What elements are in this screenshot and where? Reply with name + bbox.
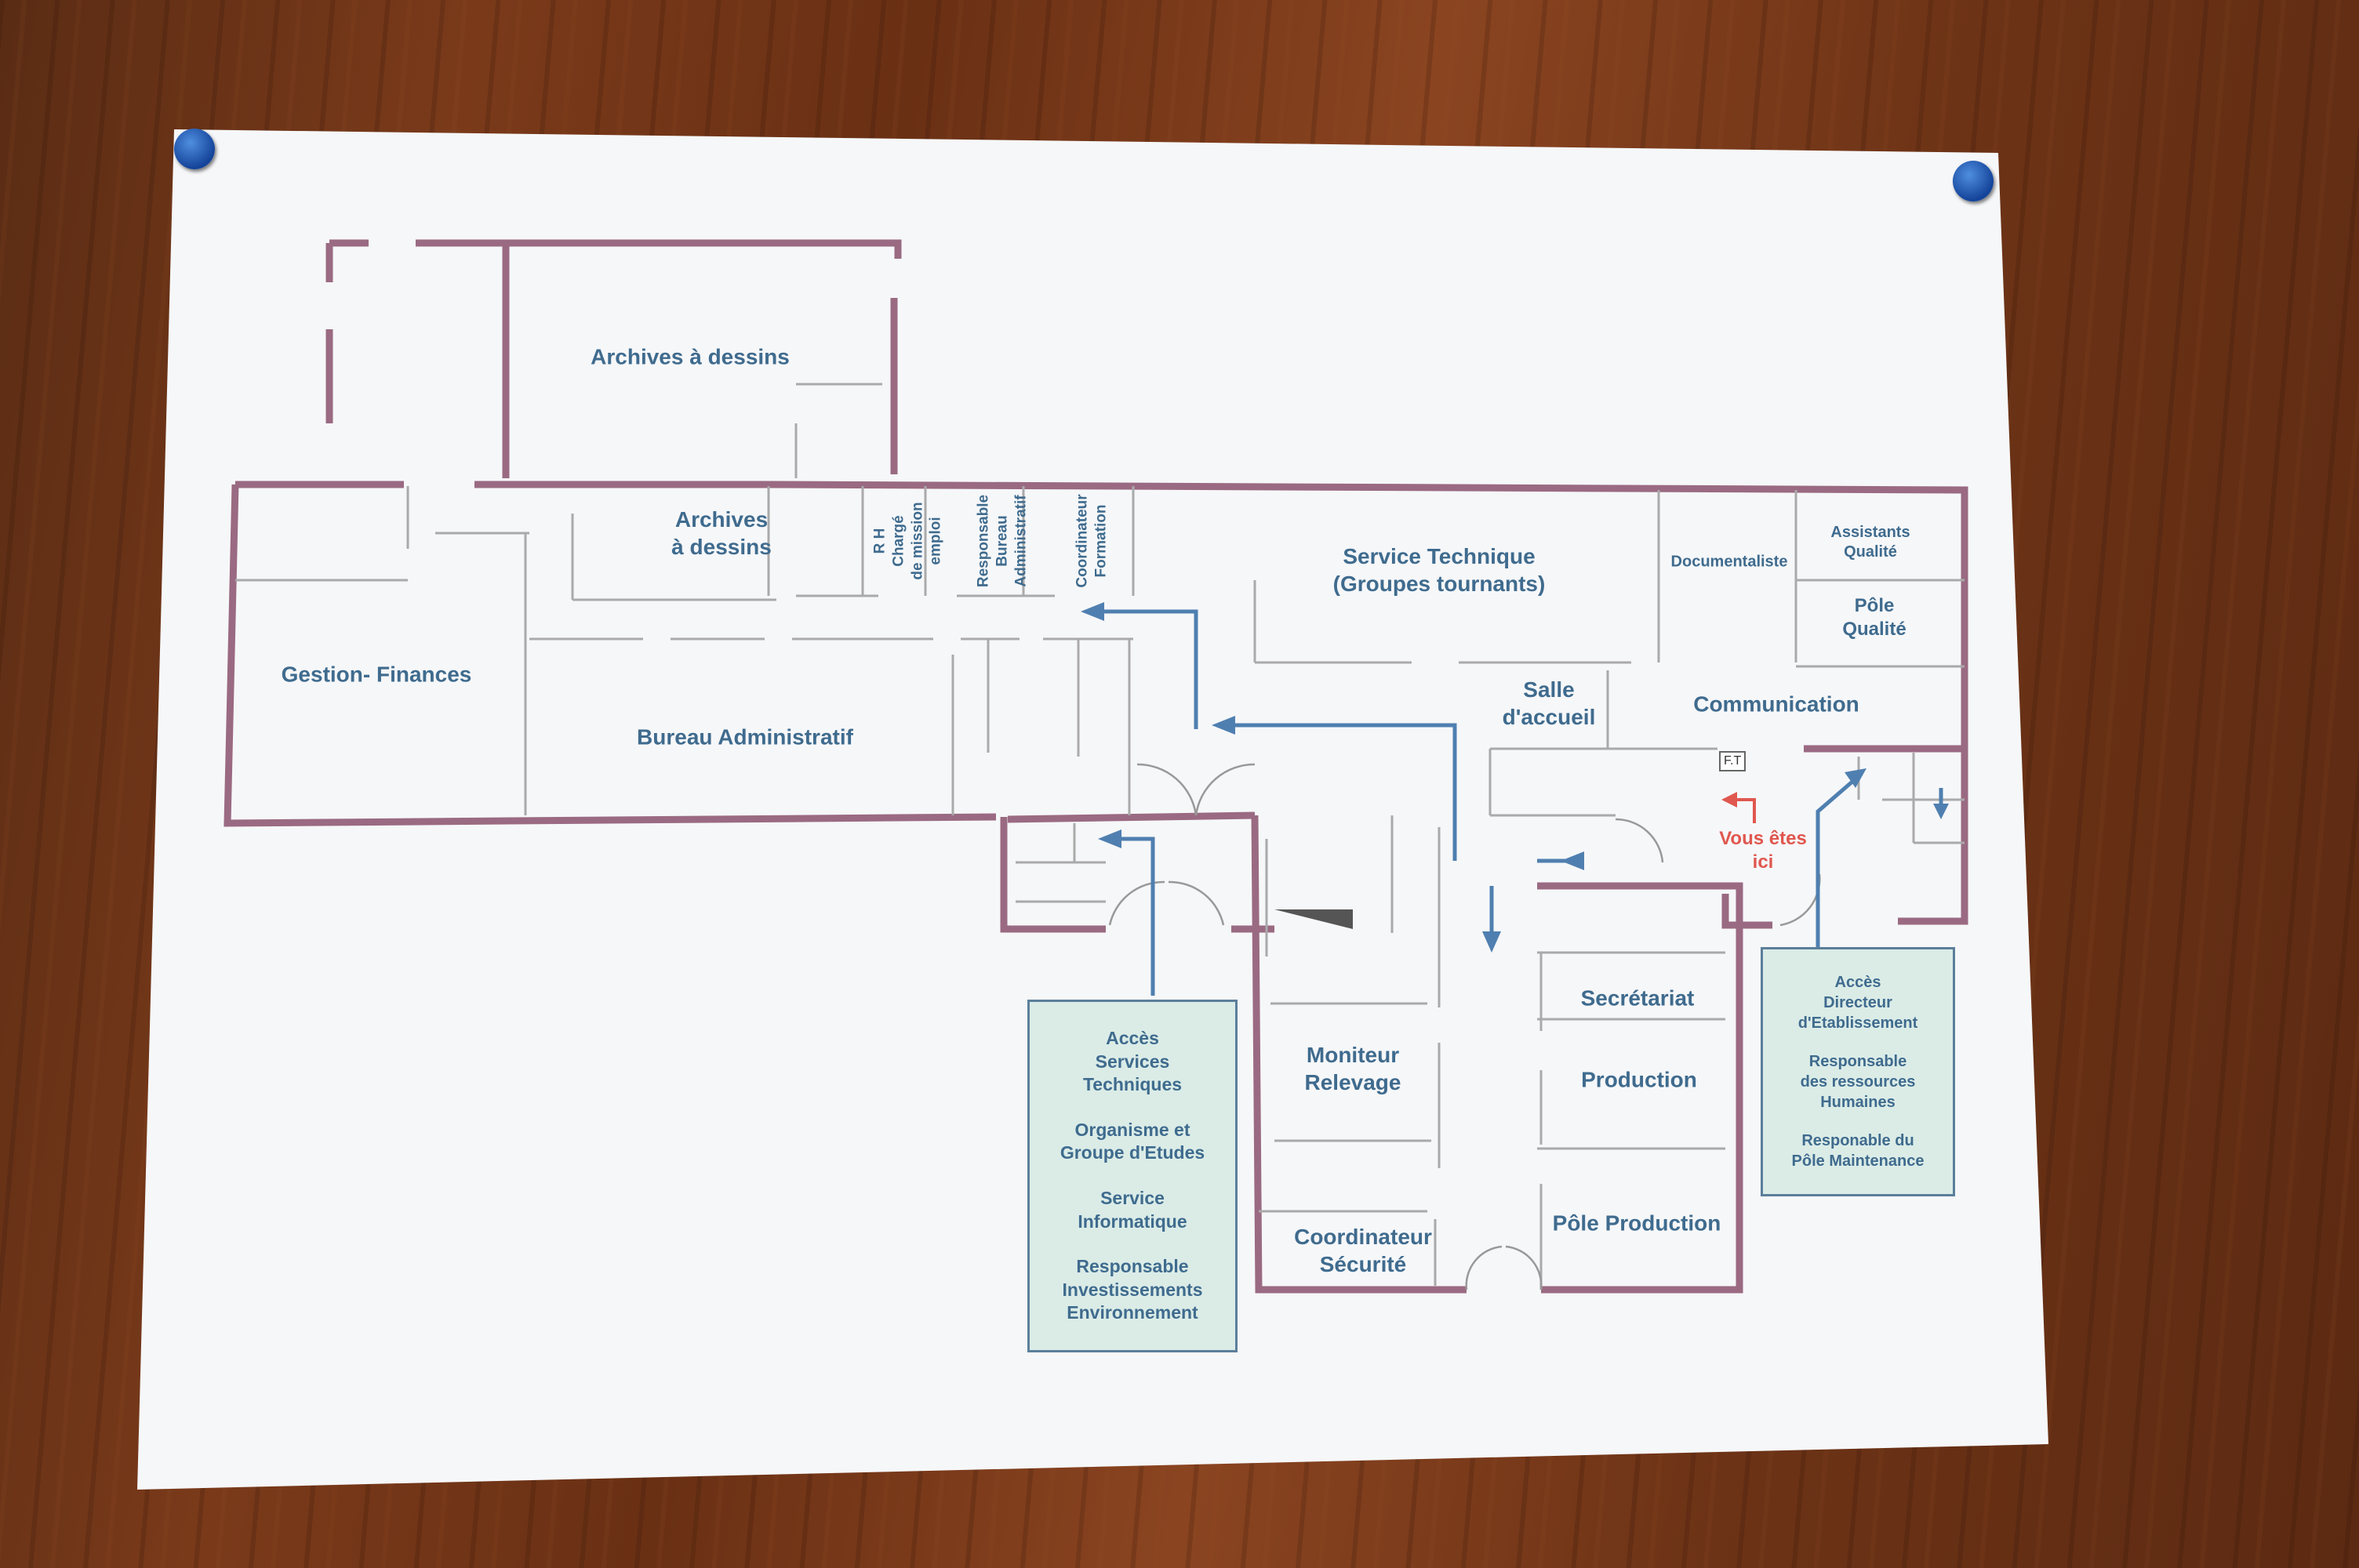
room-coordinateur-formation: Coordinateur Formation xyxy=(1074,494,1109,588)
room-responsable-bureau: Responsable Bureau Administratif xyxy=(975,494,1029,588)
left-box-item: Responsable Investissements Environnemen… xyxy=(1062,1255,1203,1323)
you-are-here-label: Vous êtes ici xyxy=(1719,828,1807,873)
left-box-item: Organisme et Groupe d'Etudes xyxy=(1060,1119,1205,1163)
left-box-item: Accès Services Techniques xyxy=(1082,1027,1183,1095)
right-box-item: Responable du Pôle Maintenance xyxy=(1791,1131,1925,1170)
room-service-technique: Service Technique (Groupes tournants) xyxy=(1332,544,1546,596)
outer-walls xyxy=(224,239,1968,1294)
room-salle-accueil: Salle d'accueil xyxy=(1502,677,1596,729)
room-bureau-administratif: Bureau Administratif xyxy=(637,724,853,750)
room-rh: R H Chargé de mission emploi xyxy=(871,502,944,580)
left-info-box: Accès Services Techniques Organisme et G… xyxy=(1027,1000,1238,1352)
ft-marker: F.T xyxy=(1719,751,1747,771)
door-arcs xyxy=(1108,763,1821,1290)
pushpin-top-left xyxy=(174,129,215,169)
room-assistants-qualite: Assistants Qualité xyxy=(1830,524,1910,561)
room-communication: Communication xyxy=(1693,691,1859,717)
room-pole-production: Pôle Production xyxy=(1552,1210,1721,1236)
room-secretariat: Secrétariat xyxy=(1580,985,1695,1011)
right-box-item: Accès Directeur d'Etablissement xyxy=(1797,974,1918,1033)
room-documentaliste: Documentaliste xyxy=(1670,553,1788,571)
room-production: Production xyxy=(1581,1067,1697,1092)
right-box-item: Responsable des ressources Humaines xyxy=(1800,1052,1916,1111)
room-coordinateur-securite: Coordinateur Sécurité xyxy=(1294,1225,1432,1276)
room-gestion-finances: Gestion- Finances xyxy=(281,662,472,687)
room-archives-mid: Archives à dessins xyxy=(671,507,772,559)
right-info-box: Accès Directeur d'Etablissement Responsa… xyxy=(1761,947,1955,1196)
room-moniteur-relevage: Moniteur Relevage xyxy=(1304,1043,1401,1094)
arrow-heads xyxy=(1081,602,1949,953)
room-pole-qualite: Pôle Qualité xyxy=(1842,595,1906,640)
left-box-item: Service Informatique xyxy=(1078,1187,1187,1232)
stair-marker xyxy=(1274,909,1353,929)
inner-walls xyxy=(235,383,1965,1290)
pushpin-top-right xyxy=(1953,161,1994,201)
you-are-here-arrow xyxy=(1729,798,1756,823)
room-archives-top: Archives à dessins xyxy=(591,344,790,369)
